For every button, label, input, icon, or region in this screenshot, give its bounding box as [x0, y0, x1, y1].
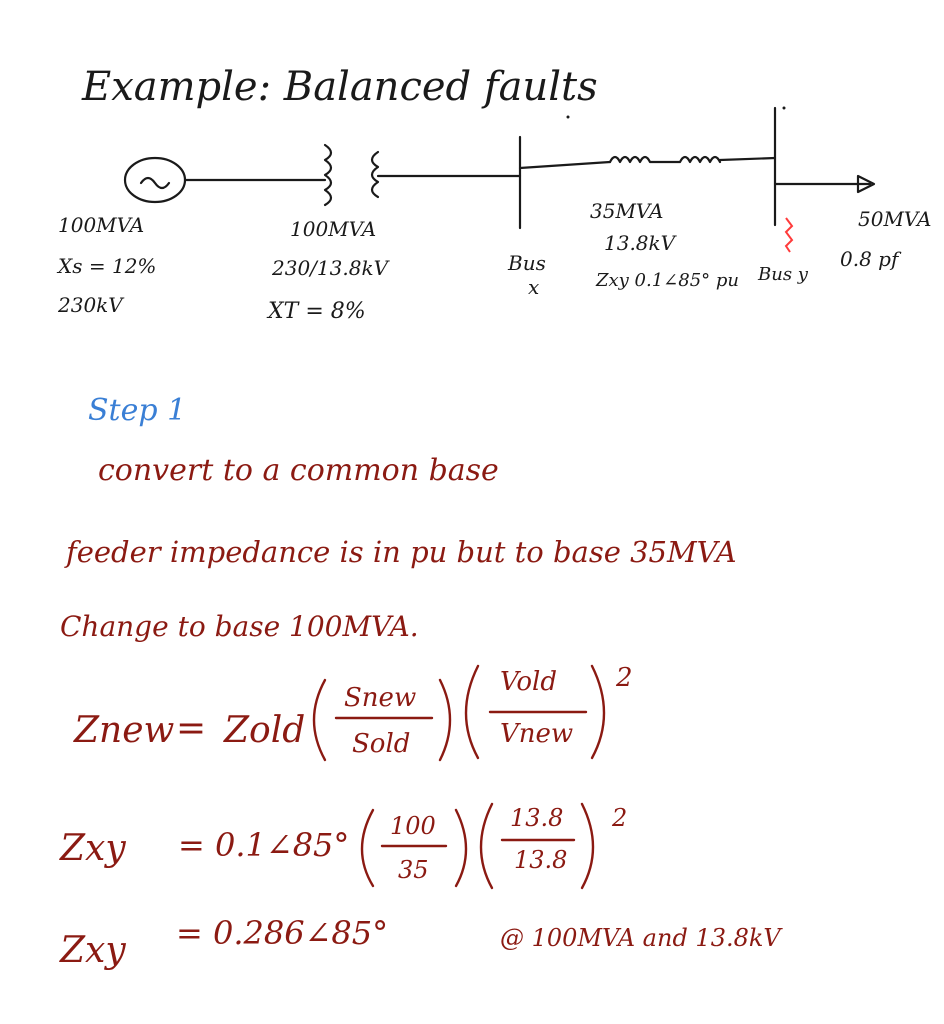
- fault-lightning-icon: [784, 217, 794, 253]
- eq3-lhs: Zxy: [59, 930, 126, 971]
- eq1-z-old: Zold: [223, 710, 305, 751]
- eq2-f1-num: 100: [390, 812, 436, 840]
- generator-voltage: 230kV: [57, 293, 125, 317]
- line-feeder-busy: [718, 156, 777, 162]
- equation-zxy-result: Zxy = 0.286∠85° @ 100MVA and 13.8kV: [59, 914, 783, 971]
- equation-zxy-conversion: Zxy = 0.1∠85° 100 35 13.8 13.8 2: [59, 802, 627, 890]
- eq1-s-den: Sold: [352, 729, 410, 759]
- eq2-rhs: = 0.1∠85°: [178, 826, 349, 864]
- transformer-reactance: XT = 8%: [266, 299, 366, 324]
- generator-rating: 100MVA: [58, 213, 144, 237]
- diagram-labels: 100MVA Xs = 12% 230kV 100MVA 230/13.8kV …: [56, 199, 931, 324]
- load-pf: 0.8 pf: [840, 247, 902, 271]
- eq2-f1-den: 35: [398, 856, 429, 884]
- line-busx-feeder: [518, 160, 612, 170]
- feeder-impedance: Zxy 0.1∠85° pu: [595, 270, 739, 291]
- note-line-1: convert to a common base: [98, 453, 499, 488]
- eq2-f2-num: 13.8: [510, 804, 563, 832]
- load-rating: 50MVA: [858, 207, 931, 231]
- eq1-paren-close-1: [438, 678, 452, 762]
- note-line-2: feeder impedance is in pu but to base 35…: [64, 535, 737, 569]
- eq2-exponent: 2: [611, 804, 627, 832]
- eq1-exponent: 2: [615, 663, 633, 693]
- eq2-paren-open-2: [479, 802, 494, 890]
- page-title: Example: Balanced faults: [81, 64, 598, 110]
- note-line-3: Change to base 100MVA.: [60, 610, 419, 643]
- one-line-diagram: [123, 106, 876, 253]
- feeder-voltage: 13.8kV: [604, 231, 678, 255]
- feeder-rating: 35MVA: [590, 199, 663, 223]
- transformer-rating: 100MVA: [290, 217, 376, 241]
- eq2-paren-close-1: [454, 808, 468, 888]
- bus-x-sub: x: [528, 275, 539, 299]
- eq3-note: @ 100MVA and 13.8kV: [500, 924, 783, 952]
- eq1-v-den: Vnew: [500, 719, 573, 749]
- bus-x-label: Bus: [507, 251, 546, 275]
- eq2-paren-close-2: [580, 802, 595, 890]
- eq3-rhs: = 0.286∠85°: [176, 914, 388, 952]
- stray-dot: [566, 115, 570, 119]
- generator-sine-icon: [139, 176, 171, 190]
- eq2-f2-den: 13.8: [514, 846, 567, 874]
- load-arrow-icon: [856, 174, 876, 194]
- eq1-equals: =: [176, 708, 206, 749]
- transformer-secondary-coil: [370, 150, 380, 199]
- eq1-paren-close-2: [590, 664, 606, 760]
- eq2-lhs: Zxy: [59, 828, 126, 869]
- step-heading: Step 1: [88, 393, 186, 428]
- generator-reactance: Xs = 12%: [56, 254, 156, 278]
- generator-symbol: [123, 156, 187, 204]
- transformer-primary-coil: [323, 143, 333, 207]
- stray-dot: [782, 106, 786, 110]
- eq2-paren-open-1: [360, 808, 375, 888]
- bus-y-label: Bus y: [757, 264, 809, 285]
- eq1-paren-open-2: [464, 664, 480, 760]
- eq1-paren-open-1: [312, 678, 327, 762]
- equation-impedance-base-change: Znew = Zold Snew Sold Vold Vnew 2: [73, 663, 633, 762]
- eq1-lhs: Znew: [73, 710, 175, 751]
- feeder-impedance-symbol: [608, 155, 722, 164]
- eq1-s-num: Snew: [344, 683, 416, 713]
- eq1-v-num: Vold: [500, 667, 557, 697]
- transformer-ratio: 230/13.8kV: [271, 256, 391, 280]
